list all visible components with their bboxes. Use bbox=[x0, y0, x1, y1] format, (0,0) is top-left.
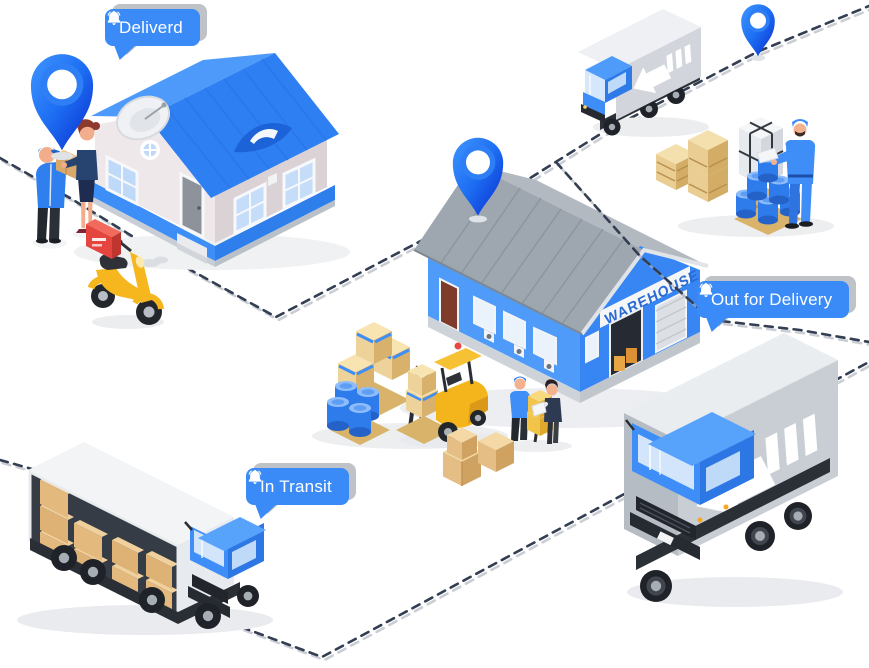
loading-goods-cluster bbox=[656, 117, 834, 237]
house bbox=[74, 53, 350, 270]
semi-truck-in-transit bbox=[17, 442, 273, 635]
truck-out-for-delivery bbox=[624, 333, 843, 607]
barrel-pallet bbox=[327, 381, 390, 445]
location-pins bbox=[30, 4, 775, 223]
bell-icon bbox=[699, 283, 713, 298]
bell-icon bbox=[107, 11, 121, 26]
loose-boxes bbox=[443, 427, 514, 486]
badge-out-for-delivery: Out for Delivery bbox=[697, 281, 850, 318]
dock-workers bbox=[500, 376, 572, 452]
scooter-delivery-box bbox=[86, 219, 121, 259]
trailer-wheel bbox=[139, 587, 165, 613]
delivery-scooter bbox=[86, 219, 164, 329]
warehouse-roof-back bbox=[472, 164, 708, 266]
truck-wheel bbox=[745, 521, 775, 551]
truck-cab bbox=[581, 56, 632, 123]
badge-in-transit-label: In Transit bbox=[260, 477, 332, 496]
truck-cab bbox=[625, 412, 756, 560]
badge-delivered: Deliverd bbox=[105, 9, 200, 46]
warehouse-vents bbox=[484, 329, 554, 373]
cloud-icon bbox=[140, 256, 168, 267]
truck-wheel bbox=[640, 570, 672, 602]
cargo-box-top bbox=[578, 9, 701, 70]
wooden-crates bbox=[656, 130, 728, 202]
truck-wheel bbox=[603, 118, 621, 136]
truck-top-right bbox=[578, 9, 709, 137]
badge-out-for-delivery-label: Out for Delivery bbox=[711, 290, 833, 309]
warehouse-building: WAREHOUSE bbox=[400, 164, 730, 428]
supervisor-person bbox=[531, 379, 562, 444]
customer-person bbox=[61, 119, 100, 233]
courier-person bbox=[36, 145, 76, 244]
badge-delivered-label: Deliverd bbox=[119, 18, 183, 37]
warehouse-roller-door bbox=[655, 289, 687, 354]
warehouse-side-door bbox=[439, 277, 459, 333]
bell-icon bbox=[248, 470, 262, 485]
trailer-wheel bbox=[51, 545, 77, 571]
worker-checklist-person bbox=[756, 119, 816, 229]
trailer-wheel bbox=[80, 559, 106, 585]
route-left-exit bbox=[0, 458, 134, 499]
warehouse-windows bbox=[473, 295, 557, 366]
warehouse-yard bbox=[312, 322, 572, 486]
truck-wheel bbox=[195, 603, 221, 629]
semi-cab bbox=[184, 517, 266, 629]
satellite-dish-icon bbox=[116, 95, 170, 141]
cargo-box-top bbox=[624, 333, 838, 440]
badge-in-transit: In Transit bbox=[246, 468, 349, 505]
truck-wheel bbox=[784, 502, 812, 530]
house-roof-right bbox=[147, 53, 339, 198]
trailer-roof bbox=[28, 442, 234, 545]
truck-wheel bbox=[237, 585, 259, 607]
location-pin-icon bbox=[741, 4, 775, 57]
